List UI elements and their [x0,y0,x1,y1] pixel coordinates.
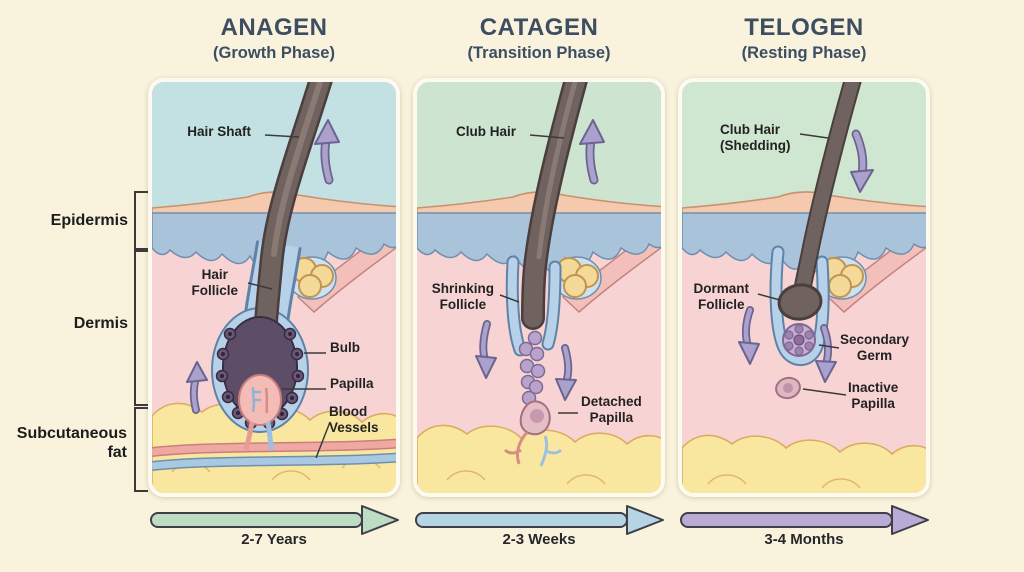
catagen-fat [417,424,661,493]
anagen-duration: 2-7 Years [241,531,307,548]
catagen-illustration [417,82,661,493]
secondary-germ-label: Secondary Germ [840,332,910,363]
sebaceous-gland [287,256,337,300]
growth-up-arrow-sky [314,119,340,185]
anagen-panel: Hair Shaft Hair Follicle Bulb Papilla Bl… [148,78,400,497]
bulb-label: Bulb [330,340,360,355]
detached-papilla-label: Detached Papilla [581,394,642,425]
transition-up-arrow-sky [579,119,605,185]
telogen-subtitle: (Resting Phase) [741,44,867,62]
telogen-fat [682,434,926,493]
blood-vessels-label: Blood Vessels [329,404,379,435]
telogen-timeline-arrow [680,505,929,535]
shrinking-follicle-graphic [505,255,562,357]
detached-papilla-graphic [503,400,563,467]
telogen-illustration [682,82,926,493]
dermis-label: Dermis [73,315,128,332]
telogen-duration: 3-4 Months [764,531,844,548]
inactive-papilla-label: Inactive Papilla [848,380,899,411]
papilla-graphic [238,374,282,451]
club-hair-shedding-graphic [777,82,862,321]
dormant-follicle-graphic [769,245,830,367]
pointer-lines [499,134,578,414]
catagen-title: CATAGEN [479,14,599,41]
anagen-title: ANAGEN [220,14,328,41]
hair-follicle-label: Hair Follicle [191,267,238,298]
inactive-papilla-graphic [775,376,801,400]
pointer-lines [247,134,331,459]
regression-down-arrow-right [555,344,577,401]
catagen-duration: 2-3 Weeks [502,531,576,548]
papilla-label: Papilla [330,376,374,391]
growth-up-arrow-dermis [186,361,208,414]
epithelial-strand-cells [518,330,546,406]
club-hair-graphic [521,82,588,330]
catagen-panel: Club Hair Shrinking Follicle Detached Pa… [413,78,665,497]
catagen-subtitle: (Transition Phase) [467,44,611,62]
epidermis-label: Epidermis [50,212,128,229]
anagen-subtitle: (Growth Phase) [213,44,335,62]
rest-down-arrow-right [815,324,837,383]
subcutaneous-fat-label: Subcutaneous fat [16,425,127,462]
rest-down-arrow-left [738,306,760,365]
hair-shaft-label: Hair Shaft [187,124,251,139]
telogen-title: TELOGEN [744,14,864,41]
anagen-timeline-arrow [150,505,399,535]
club-hair-shedding-label: Club Hair (Shedding) [720,122,791,153]
epidermis-bracket [134,191,148,250]
club-hair-label: Club Hair [455,124,516,139]
secondary-germ-graphic [782,323,816,357]
catagen-timeline-arrow [415,505,664,535]
pointer-lines [757,133,847,396]
dermis-bracket [134,250,148,406]
shedding-down-arrow-sky [850,129,874,193]
shrinking-follicle-label: Shrinking Follicle [431,281,494,312]
anagen-illustration [152,82,396,493]
telogen-panel: Club Hair (Shedding) Dormant Follicle Se… [678,78,930,497]
sebaceous-gland [552,256,602,300]
dormant-follicle-label: Dormant Follicle [693,281,749,312]
subcutaneous-fat-bracket [134,407,148,492]
regression-down-arrow-left [475,320,497,379]
